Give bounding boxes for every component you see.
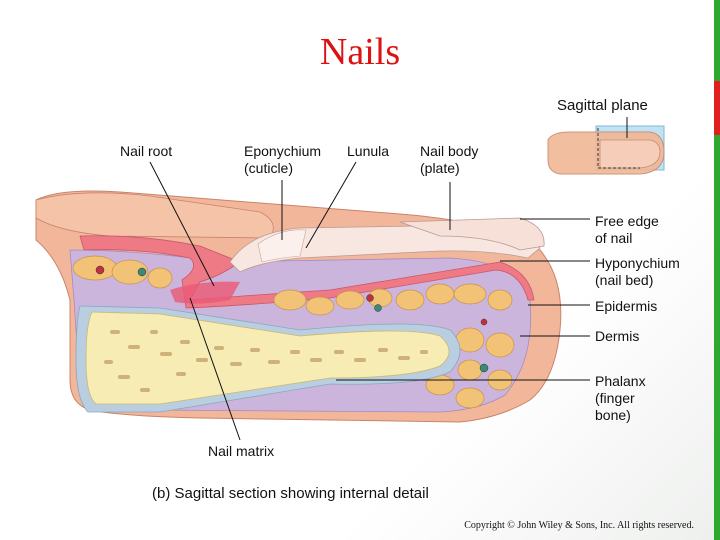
label-nail-matrix: Nail matrix bbox=[208, 443, 275, 459]
label-hyponychium: Hyponychium (nail bed) bbox=[595, 255, 680, 289]
label-hyponychium-line1: Hyponychium bbox=[595, 255, 680, 271]
label-nail-root: Nail root bbox=[120, 143, 173, 159]
label-free-edge-line2: of nail bbox=[595, 230, 633, 246]
label-eponychium: Eponychium (cuticle) bbox=[244, 143, 321, 177]
leader-lines bbox=[149, 161, 590, 441]
figure-caption: (b) Sagittal section showing internal de… bbox=[152, 485, 429, 502]
label-hyponychium-line2: (nail bed) bbox=[595, 272, 654, 288]
label-epidermis: Epidermis bbox=[595, 298, 658, 314]
label-free-edge: Free edge of nail bbox=[595, 213, 659, 247]
label-nail-body-line1: Nail body bbox=[420, 143, 479, 159]
sagittal-plane-inset bbox=[547, 117, 665, 175]
label-sagittal-plane: Sagittal plane bbox=[557, 97, 648, 114]
fat-globules bbox=[72, 255, 515, 409]
label-eponychium-line1: Eponychium bbox=[244, 143, 322, 159]
label-dermis: Dermis bbox=[595, 328, 640, 344]
label-phalanx-line2: (finger bbox=[595, 390, 635, 406]
bone-trabeculae bbox=[104, 330, 428, 392]
slide-accent-bar bbox=[714, 0, 720, 540]
label-lunula: Lunula bbox=[347, 143, 390, 159]
label-phalanx-line1: Phalanx bbox=[595, 373, 646, 389]
label-nail-body-line2: (plate) bbox=[420, 160, 460, 176]
finger-section bbox=[35, 190, 562, 423]
slide-title: Nails bbox=[319, 31, 401, 73]
copyright-notice: Copyright © John Wiley & Sons, Inc. All … bbox=[464, 520, 694, 531]
blood-vessels bbox=[95, 265, 489, 373]
label-nail-body: Nail body (plate) bbox=[420, 143, 478, 177]
label-phalanx-line3: bone) bbox=[595, 407, 631, 423]
label-phalanx: Phalanx (finger bone) bbox=[595, 373, 646, 424]
label-eponychium-line2: (cuticle) bbox=[244, 160, 294, 176]
label-free-edge-line1: Free edge bbox=[595, 213, 659, 229]
